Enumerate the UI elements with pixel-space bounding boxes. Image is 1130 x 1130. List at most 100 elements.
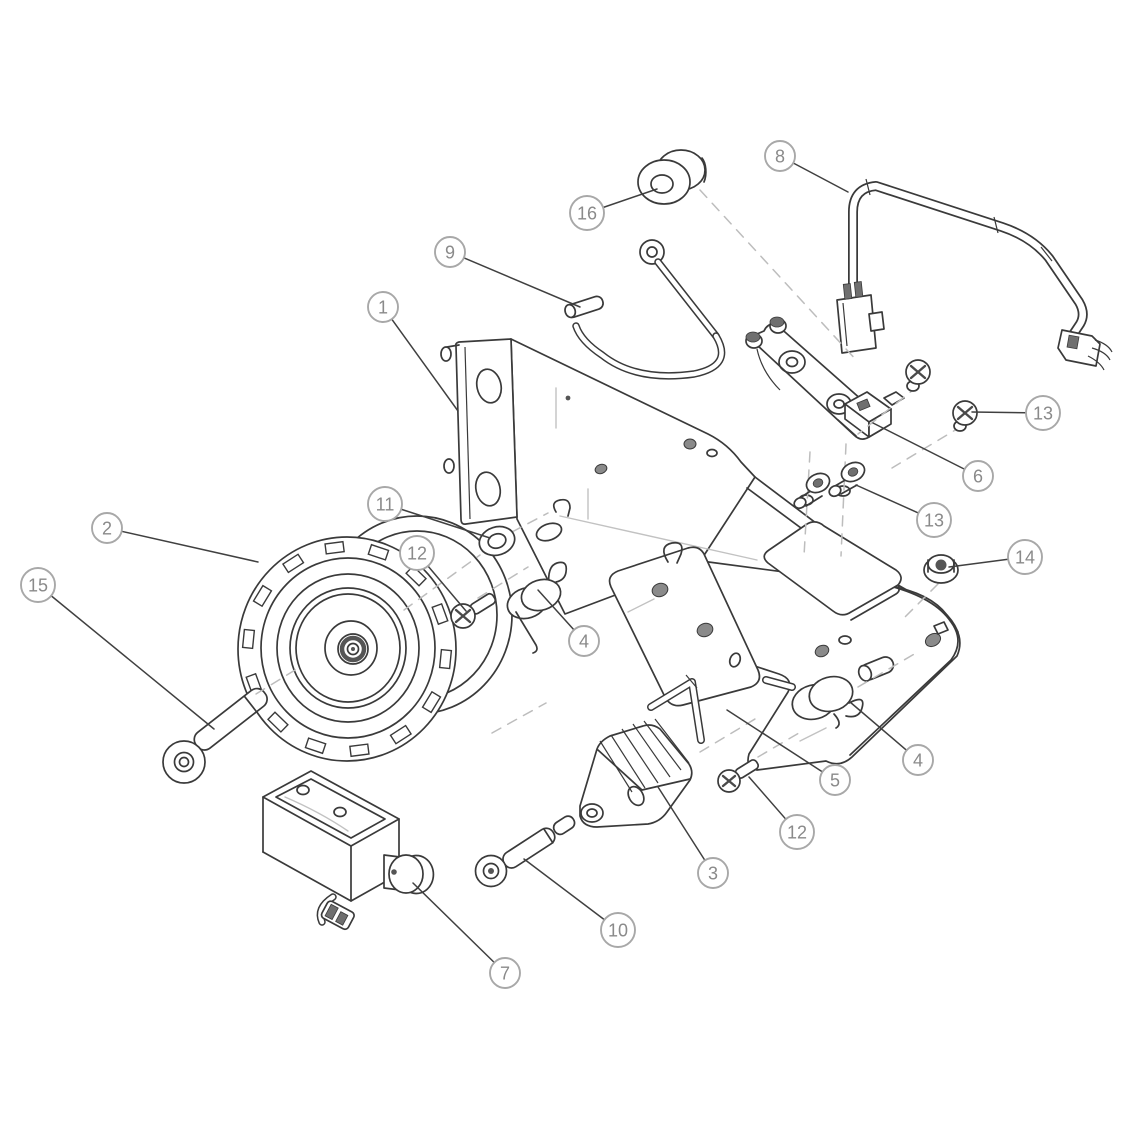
callout-leader <box>50 595 215 730</box>
callout-number: 12 <box>407 544 427 564</box>
callout-13: 13 <box>855 484 952 538</box>
callout-ring <box>600 912 636 948</box>
callout-number: 3 <box>708 864 718 884</box>
part-bolt-long <box>162 687 268 784</box>
part-screw-13-top <box>905 359 931 392</box>
callout-ring <box>20 567 56 603</box>
callout-leader <box>537 589 575 631</box>
callout-10: 10 <box>523 858 636 948</box>
part-bushing-pair <box>793 461 866 510</box>
part-screw-13-mid <box>952 400 978 432</box>
callout-leader <box>120 530 259 563</box>
callout-leader <box>748 776 787 820</box>
callout-7: 7 <box>412 882 521 989</box>
pulley-slot <box>367 543 390 561</box>
callout-ring <box>569 195 605 231</box>
callout-ring <box>434 236 466 268</box>
callout-number: 4 <box>913 751 923 771</box>
callout-ring <box>399 535 435 571</box>
callout-number: 7 <box>500 964 510 984</box>
callout-number: 14 <box>1015 548 1035 568</box>
part-pedal-plate <box>608 541 761 707</box>
callout-number: 2 <box>102 519 112 539</box>
part-switch-assembly <box>745 316 905 440</box>
part-bent-pin <box>647 674 705 744</box>
callout-ring <box>568 625 600 657</box>
callout-number: 12 <box>787 823 807 843</box>
pulley-slot <box>405 565 427 587</box>
callout-leader <box>849 701 908 752</box>
callout-number: 10 <box>608 921 628 941</box>
callout-4: 4 <box>537 589 600 657</box>
callout-leader <box>523 858 606 921</box>
callout-number: 11 <box>376 495 395 515</box>
callout-number: 16 <box>577 204 597 224</box>
part-seat-pad <box>763 521 902 621</box>
part-guide-wire <box>564 239 726 380</box>
pulley-slot <box>324 540 345 555</box>
pulley-slot-ring <box>241 540 453 758</box>
callout-11: 11 <box>367 486 491 539</box>
callout-2: 2 <box>91 512 259 563</box>
callout-leader <box>726 709 824 773</box>
callout-ring <box>697 857 729 889</box>
pulley-slot <box>241 628 256 650</box>
callout-leader <box>948 558 1009 568</box>
callout-number: 4 <box>579 632 589 652</box>
callout-leader <box>792 162 849 193</box>
pulley-slot <box>389 724 413 745</box>
callout-6: 6 <box>872 422 994 492</box>
part-pulley <box>237 515 513 762</box>
callout-ring <box>1007 539 1043 575</box>
callout-ring <box>1025 395 1061 431</box>
part-washer <box>478 525 516 557</box>
part-screw-lower <box>717 759 760 793</box>
callout-ring <box>962 460 994 492</box>
callout-number: 15 <box>28 576 48 596</box>
callout-leader <box>427 565 467 612</box>
callout-ring <box>819 764 851 796</box>
callout-number: 5 <box>830 771 840 791</box>
callout-8: 8 <box>764 140 849 193</box>
callout-leader <box>855 484 920 514</box>
part-torsion-spring-lower <box>762 675 864 729</box>
callout-number: 13 <box>1033 404 1053 424</box>
callout-ring <box>91 512 123 544</box>
part-flange-nut <box>923 554 959 584</box>
callout-leader <box>872 422 966 470</box>
pulley-slot <box>431 602 449 626</box>
part-torsion-spring-upper <box>506 561 568 654</box>
callout-number: 6 <box>973 467 983 487</box>
callout-number: 9 <box>445 243 455 263</box>
callout-4: 4 <box>849 701 934 776</box>
part-solenoid <box>262 770 435 931</box>
part-wire-harness <box>836 178 1113 371</box>
callout-9: 9 <box>434 236 581 308</box>
callout-number: 13 <box>924 511 944 531</box>
callout-leader <box>971 411 1027 414</box>
part-grommet <box>637 149 707 205</box>
callout-ring <box>367 486 403 522</box>
callout-number: 1 <box>378 298 388 318</box>
callout-15: 15 <box>20 567 215 730</box>
callout-number: 8 <box>775 147 785 167</box>
callout-ring <box>902 744 934 776</box>
callout-14: 14 <box>948 539 1043 575</box>
callout-leader <box>602 188 658 209</box>
callout-leader <box>391 318 459 412</box>
callout-leader <box>412 882 496 964</box>
part-bolt-short <box>474 815 576 888</box>
pulley-slot <box>304 737 327 755</box>
pulley-slot <box>281 553 305 574</box>
callout-16: 16 <box>569 188 658 231</box>
pulley-slot <box>252 584 273 608</box>
callout-13: 13 <box>971 395 1061 431</box>
callout-leader <box>400 508 491 539</box>
callout-ring <box>779 814 815 850</box>
callout-ring <box>367 291 399 323</box>
callout-leader <box>657 786 706 862</box>
pulley-slot <box>349 743 370 758</box>
